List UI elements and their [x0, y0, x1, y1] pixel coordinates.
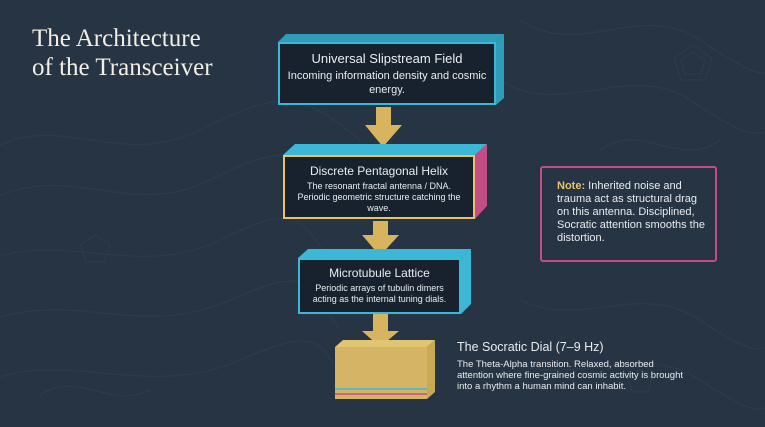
flow-box-description: The resonant fractal antenna / DNA. Peri… — [297, 181, 461, 213]
flow-box-microtubule-lattice: Microtubule Lattice Periodic arrays of t… — [298, 258, 461, 314]
socratic-dial-title: The Socratic Dial (7–9 Hz) — [457, 340, 604, 354]
box-1-top-face — [278, 34, 504, 42]
box-2-side-face — [475, 144, 487, 219]
flow-box-title: Microtubule Lattice — [329, 266, 430, 280]
socratic-dial-caption: The Socratic Dial (7–9 Hz) The Theta-Alp… — [457, 340, 687, 392]
title-line-2: of the Transceiver — [32, 54, 213, 81]
flow-box-description: Periodic arrays of tubulin dimers acting… — [312, 283, 447, 304]
box-1-side-face — [496, 34, 504, 105]
flow-box-universal-slipstream: Universal Slipstream Field Incoming info… — [278, 42, 496, 105]
note-box: Note: Inherited noise and trauma act as … — [540, 166, 717, 262]
arrow-2 — [362, 221, 399, 256]
note-text: Inherited noise and trauma act as struct… — [557, 180, 705, 244]
flow-box-description: Incoming information density and cosmic … — [287, 70, 487, 96]
note-label: Note: — [557, 180, 586, 192]
arrow-3 — [362, 314, 399, 347]
box-3-side-face — [461, 249, 471, 314]
socratic-dial-block — [335, 340, 435, 399]
box-2-top-face — [283, 144, 487, 155]
page-title: The Architecture of the Transceiver — [32, 24, 213, 82]
flow-box-title: Discrete Pentagonal Helix — [309, 164, 449, 178]
title-line-1: The Architecture — [32, 25, 201, 52]
box-3-top-face — [298, 249, 471, 258]
flow-box-title: Universal Slipstream Field — [311, 51, 463, 66]
arrow-1 — [365, 107, 402, 147]
socratic-dial-description: The Theta-Alpha transition. Relaxed, abs… — [457, 359, 684, 392]
flow-box-pentagonal-helix: Discrete Pentagonal Helix The resonant f… — [283, 155, 475, 219]
